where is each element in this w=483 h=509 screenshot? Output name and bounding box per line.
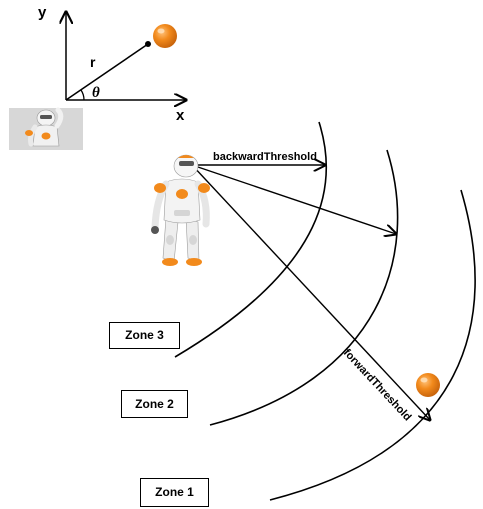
y-axis-label: y — [38, 4, 47, 21]
zone-3-label: Zone 3 — [109, 322, 180, 349]
backward-threshold-arc — [174, 121, 328, 358]
robot-thumbnail-icon — [9, 107, 83, 150]
robot-figure-icon — [151, 154, 210, 266]
radius-line — [65, 43, 149, 101]
angle-label: θ — [92, 85, 100, 101]
zone-arcs — [174, 121, 476, 501]
zone-1-label: Zone 1 — [140, 478, 209, 507]
ball-icon — [153, 24, 177, 48]
x-axis-label: x — [176, 107, 185, 124]
radius-label: r — [90, 54, 96, 70]
ball-icon — [416, 373, 440, 397]
mid-threshold-arrow — [191, 164, 396, 234]
zone-2-label: Zone 2 — [121, 390, 188, 418]
backward-threshold-label: backwardThreshold — [213, 151, 317, 163]
forward-threshold-arc — [209, 149, 399, 426]
forward-threshold-label: forwardThreshold — [341, 347, 414, 424]
radius-endpoint — [145, 41, 151, 47]
outer-zone-arc — [269, 189, 476, 501]
angle-arc — [80, 89, 85, 101]
coordinate-frame: y x r θ — [38, 4, 186, 124]
forward-threshold-arrow — [191, 164, 430, 420]
threshold-arrows: backwardThreshold forwardThreshold — [191, 151, 430, 424]
